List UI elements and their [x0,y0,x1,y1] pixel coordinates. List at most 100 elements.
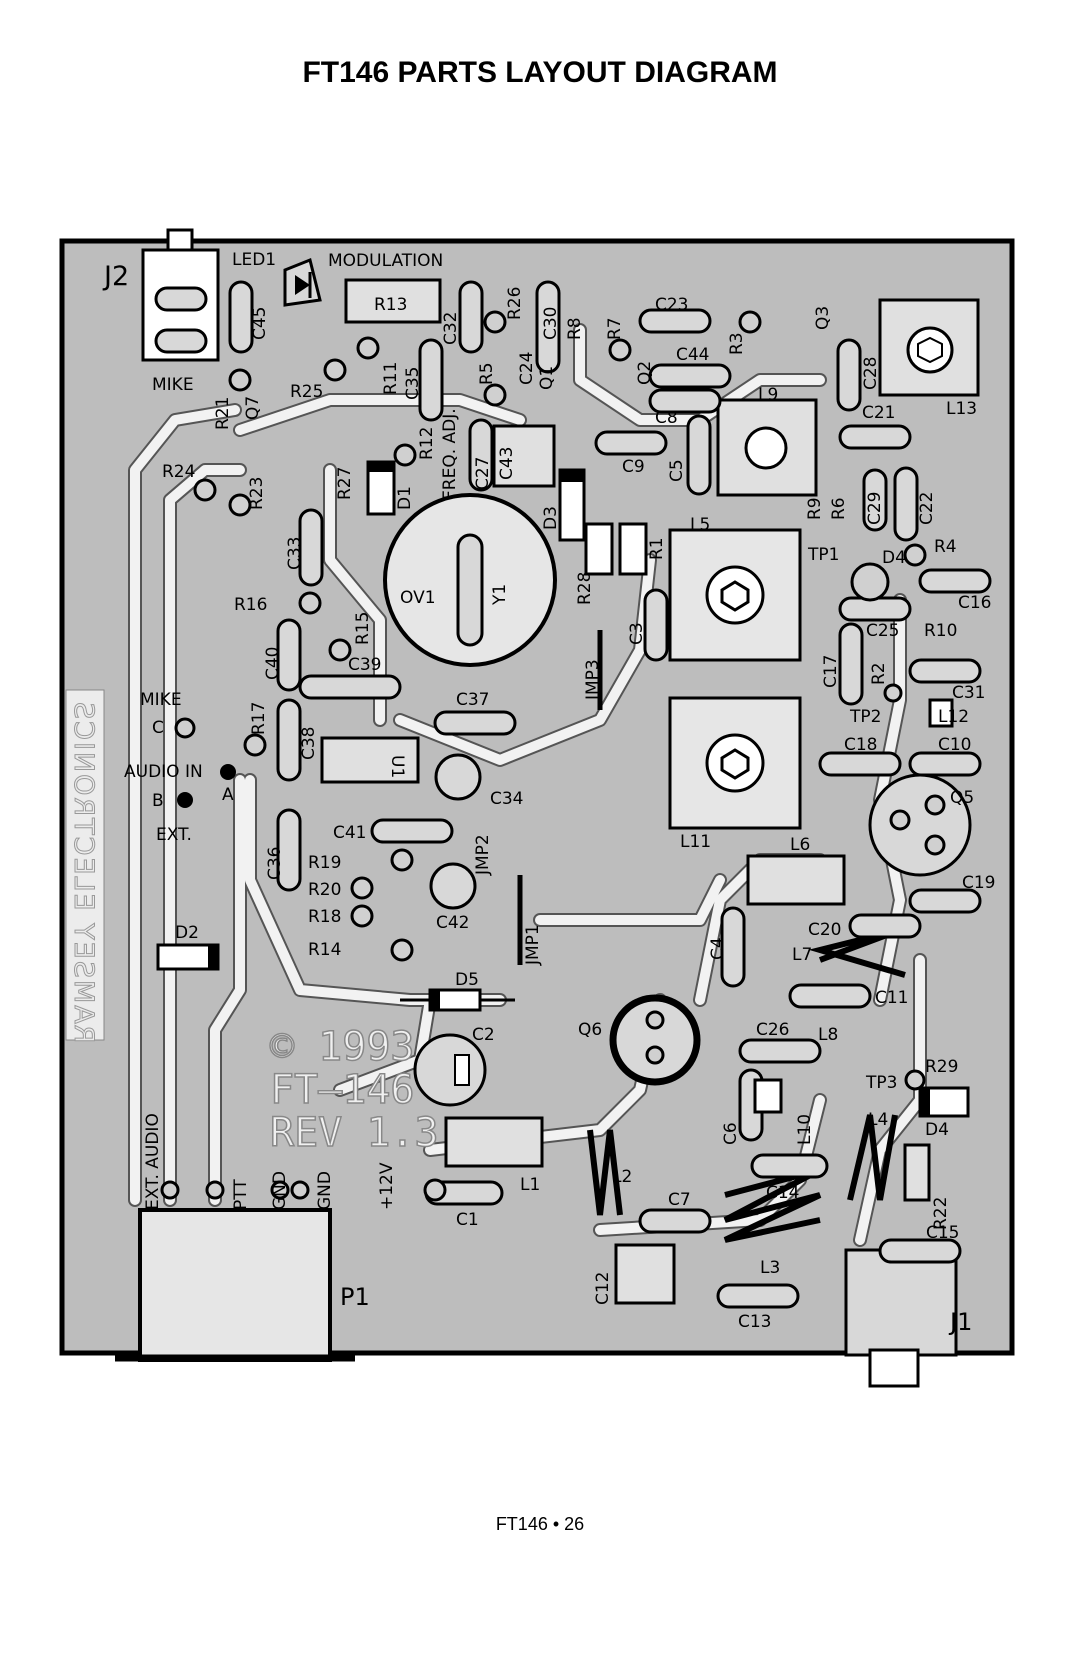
label-c45: C45 [250,306,270,340]
page-title: FT146 PARTS LAYOUT DIAGRAM [302,56,778,89]
label-c6: C6 [721,1122,741,1145]
label-c21: C21 [862,403,896,423]
diode-d3 [558,468,586,542]
label-gnd-2: GND [315,1171,335,1210]
jack-j2 [141,228,220,362]
label-jmp2: JMP2 [473,834,493,876]
label-c7: C7 [668,1190,691,1210]
label-jmp3: JMP3 [583,659,603,701]
label-r19: R19 [308,853,341,873]
coil-l2-winding [587,1129,623,1216]
coil-l11 [668,696,802,830]
label-led1: LED1 [232,250,276,270]
connector-p1 [115,1208,355,1362]
label-r20: R20 [308,880,341,900]
label-l6: L6 [790,835,810,855]
coil-l5 [668,528,802,662]
label-c28: C28 [861,356,881,390]
label-c30: C30 [541,306,561,340]
label-c19: C19 [962,873,996,893]
coil-l4-winding [847,1114,898,1201]
label-l3: L3 [760,1258,780,1278]
label-r1: R1 [647,537,667,560]
label-d1: D1 [395,486,415,510]
label-12v: +12V [377,1162,397,1210]
label-r5: R5 [477,362,497,385]
label-l13: L13 [946,399,977,419]
label-freq-adj: FREQ. ADJ. [440,408,460,500]
label-gnd-1: GND [270,1171,290,1210]
label-modulation: MODULATION [328,251,443,271]
label-c4: C4 [708,937,728,960]
label-c36: C36 [265,846,285,880]
label-c44: C44 [676,345,710,365]
solder-pads [160,310,927,1202]
label-pad-b: B [152,791,164,811]
diode-d1 [366,460,396,516]
label-audio-in: AUDIO IN [124,762,203,782]
label-r25: R25 [290,382,323,402]
label-c27: C27 [473,456,493,490]
label-c14: C14 [766,1183,800,1203]
label-c1: C1 [456,1210,479,1230]
label-r17: R17 [249,702,269,735]
label-r6: R6 [829,497,849,520]
label-c10: C10 [938,735,972,755]
label-r8: R8 [565,317,585,340]
label-q1: Q1 [537,366,557,390]
label-l11: L11 [680,832,711,852]
resistor-r13-body [344,278,442,324]
label-jmp1: JMP1 [523,924,543,966]
label-c34: C34 [490,789,524,809]
label-l4: L4 [868,1110,888,1130]
label-d4-top: D4 [882,548,906,568]
diode-d5 [400,988,515,1012]
label-c39: C39 [348,655,382,675]
label-c22: C22 [917,491,937,525]
inductor-l6-body [746,854,846,906]
label-c43: C43 [497,446,517,480]
label-l10: L10 [795,1114,815,1145]
transistor-q6 [609,994,701,1086]
label-q5: Q5 [950,788,974,808]
label-c20: C20 [808,920,842,940]
capacitor-c42-body [429,862,477,910]
component-labels: J2 LED1 MODULATION R13 C45 C32 R26 C30 R… [102,250,996,1336]
label-l7: L7 [792,945,812,965]
label-q6: Q6 [578,1020,602,1040]
label-r10: R10 [924,621,957,641]
label-c17: C17 [821,654,841,688]
connector-j1 [844,1248,958,1388]
label-u1: U1 [387,755,407,778]
label-c42: C42 [436,913,470,933]
label-pad-a: A [222,785,234,805]
label-c38: C38 [299,726,319,760]
label-r2: R2 [869,662,889,685]
label-r14: R14 [308,940,341,960]
label-tp2: TP2 [849,707,881,727]
label-l1: L1 [520,1175,540,1195]
label-c24: C24 [517,351,537,385]
label-q3: Q3 [813,306,833,330]
label-c3: C3 [627,622,647,645]
label-ext: EXT. [156,825,192,845]
label-r15: R15 [353,612,373,645]
board-watermark-model: FT–146 [270,1067,415,1113]
label-c31: C31 [952,683,986,703]
label-c26: C26 [756,1020,790,1040]
label-c15: C15 [926,1223,960,1243]
capacitor-c34-body [434,753,482,801]
label-r27: R27 [335,467,355,500]
label-l12: L12 [938,707,969,727]
label-ext-audio: EXT. AUDIO [143,1113,163,1210]
label-j2: J2 [102,261,129,292]
label-mike-top: MIKE [152,375,194,395]
label-l8: L8 [818,1025,838,1045]
capacitor-c2-body [413,1033,487,1107]
label-d3: D3 [541,506,561,530]
label-r12: R12 [417,427,437,460]
label-tp3: TP3 [865,1073,897,1093]
label-ov1: OV1 [400,588,436,608]
label-c8: C8 [655,408,678,428]
label-p1: P1 [340,1283,370,1311]
